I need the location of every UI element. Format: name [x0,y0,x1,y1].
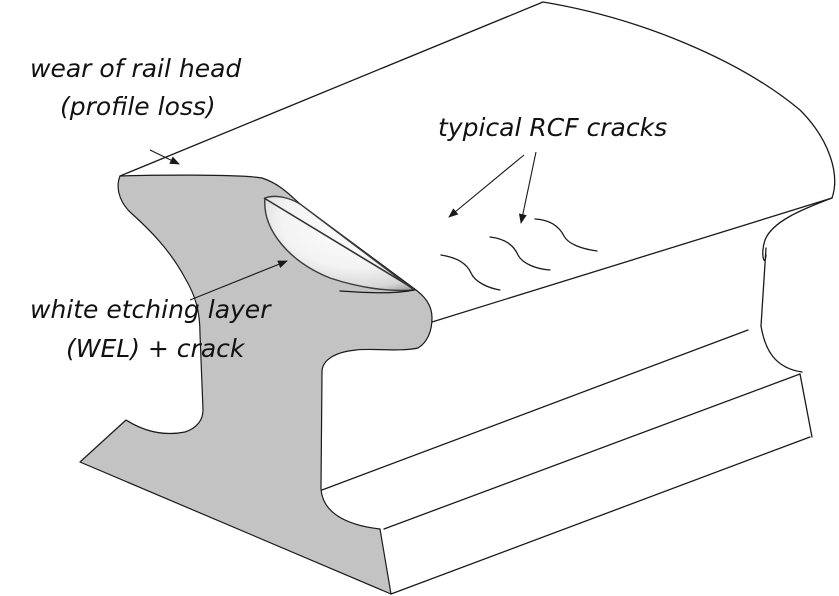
wel-top-edge [263,197,415,290]
rcf-cracks [440,218,598,291]
rcf-arrow-right [518,151,537,224]
rail-web-bottom-edge [321,329,749,491]
wel-label-line1: white etching layer [30,295,272,324]
rcf-crack [489,236,551,271]
rail-foot-far-edge [799,373,813,438]
rcf-crack [534,218,598,252]
wel-label: white etching layer (WEL) + crack [30,295,272,363]
rcf-label-line1: typical RCF cracks [438,113,667,142]
leader-arrows [149,149,537,301]
wel-crack [339,289,415,294]
rail-foot-top-edge [383,373,801,530]
rail-foot-bottom-edge [390,436,811,595]
wel-label-line2: (WEL) + crack [66,334,246,363]
rail-web-far-fillet [760,325,803,373]
rcf-crack [440,254,501,291]
wel-arrow [189,260,288,301]
wear-label: wear of rail head (profile loss) [30,54,241,121]
wear-arrow [149,149,180,165]
rail-web-far-edge [760,247,767,327]
rcf-label: typical RCF cracks [438,113,667,142]
wear-label-line2: (profile loss) [60,92,216,121]
rail-head-top-surface [119,1,836,323]
rail-3d-body [119,1,836,595]
rail-cross-section [79,174,433,595]
wear-label-line1: wear of rail head [30,54,241,83]
rcf-arrow-left [448,154,525,218]
rail-head-far-side [762,197,833,261]
